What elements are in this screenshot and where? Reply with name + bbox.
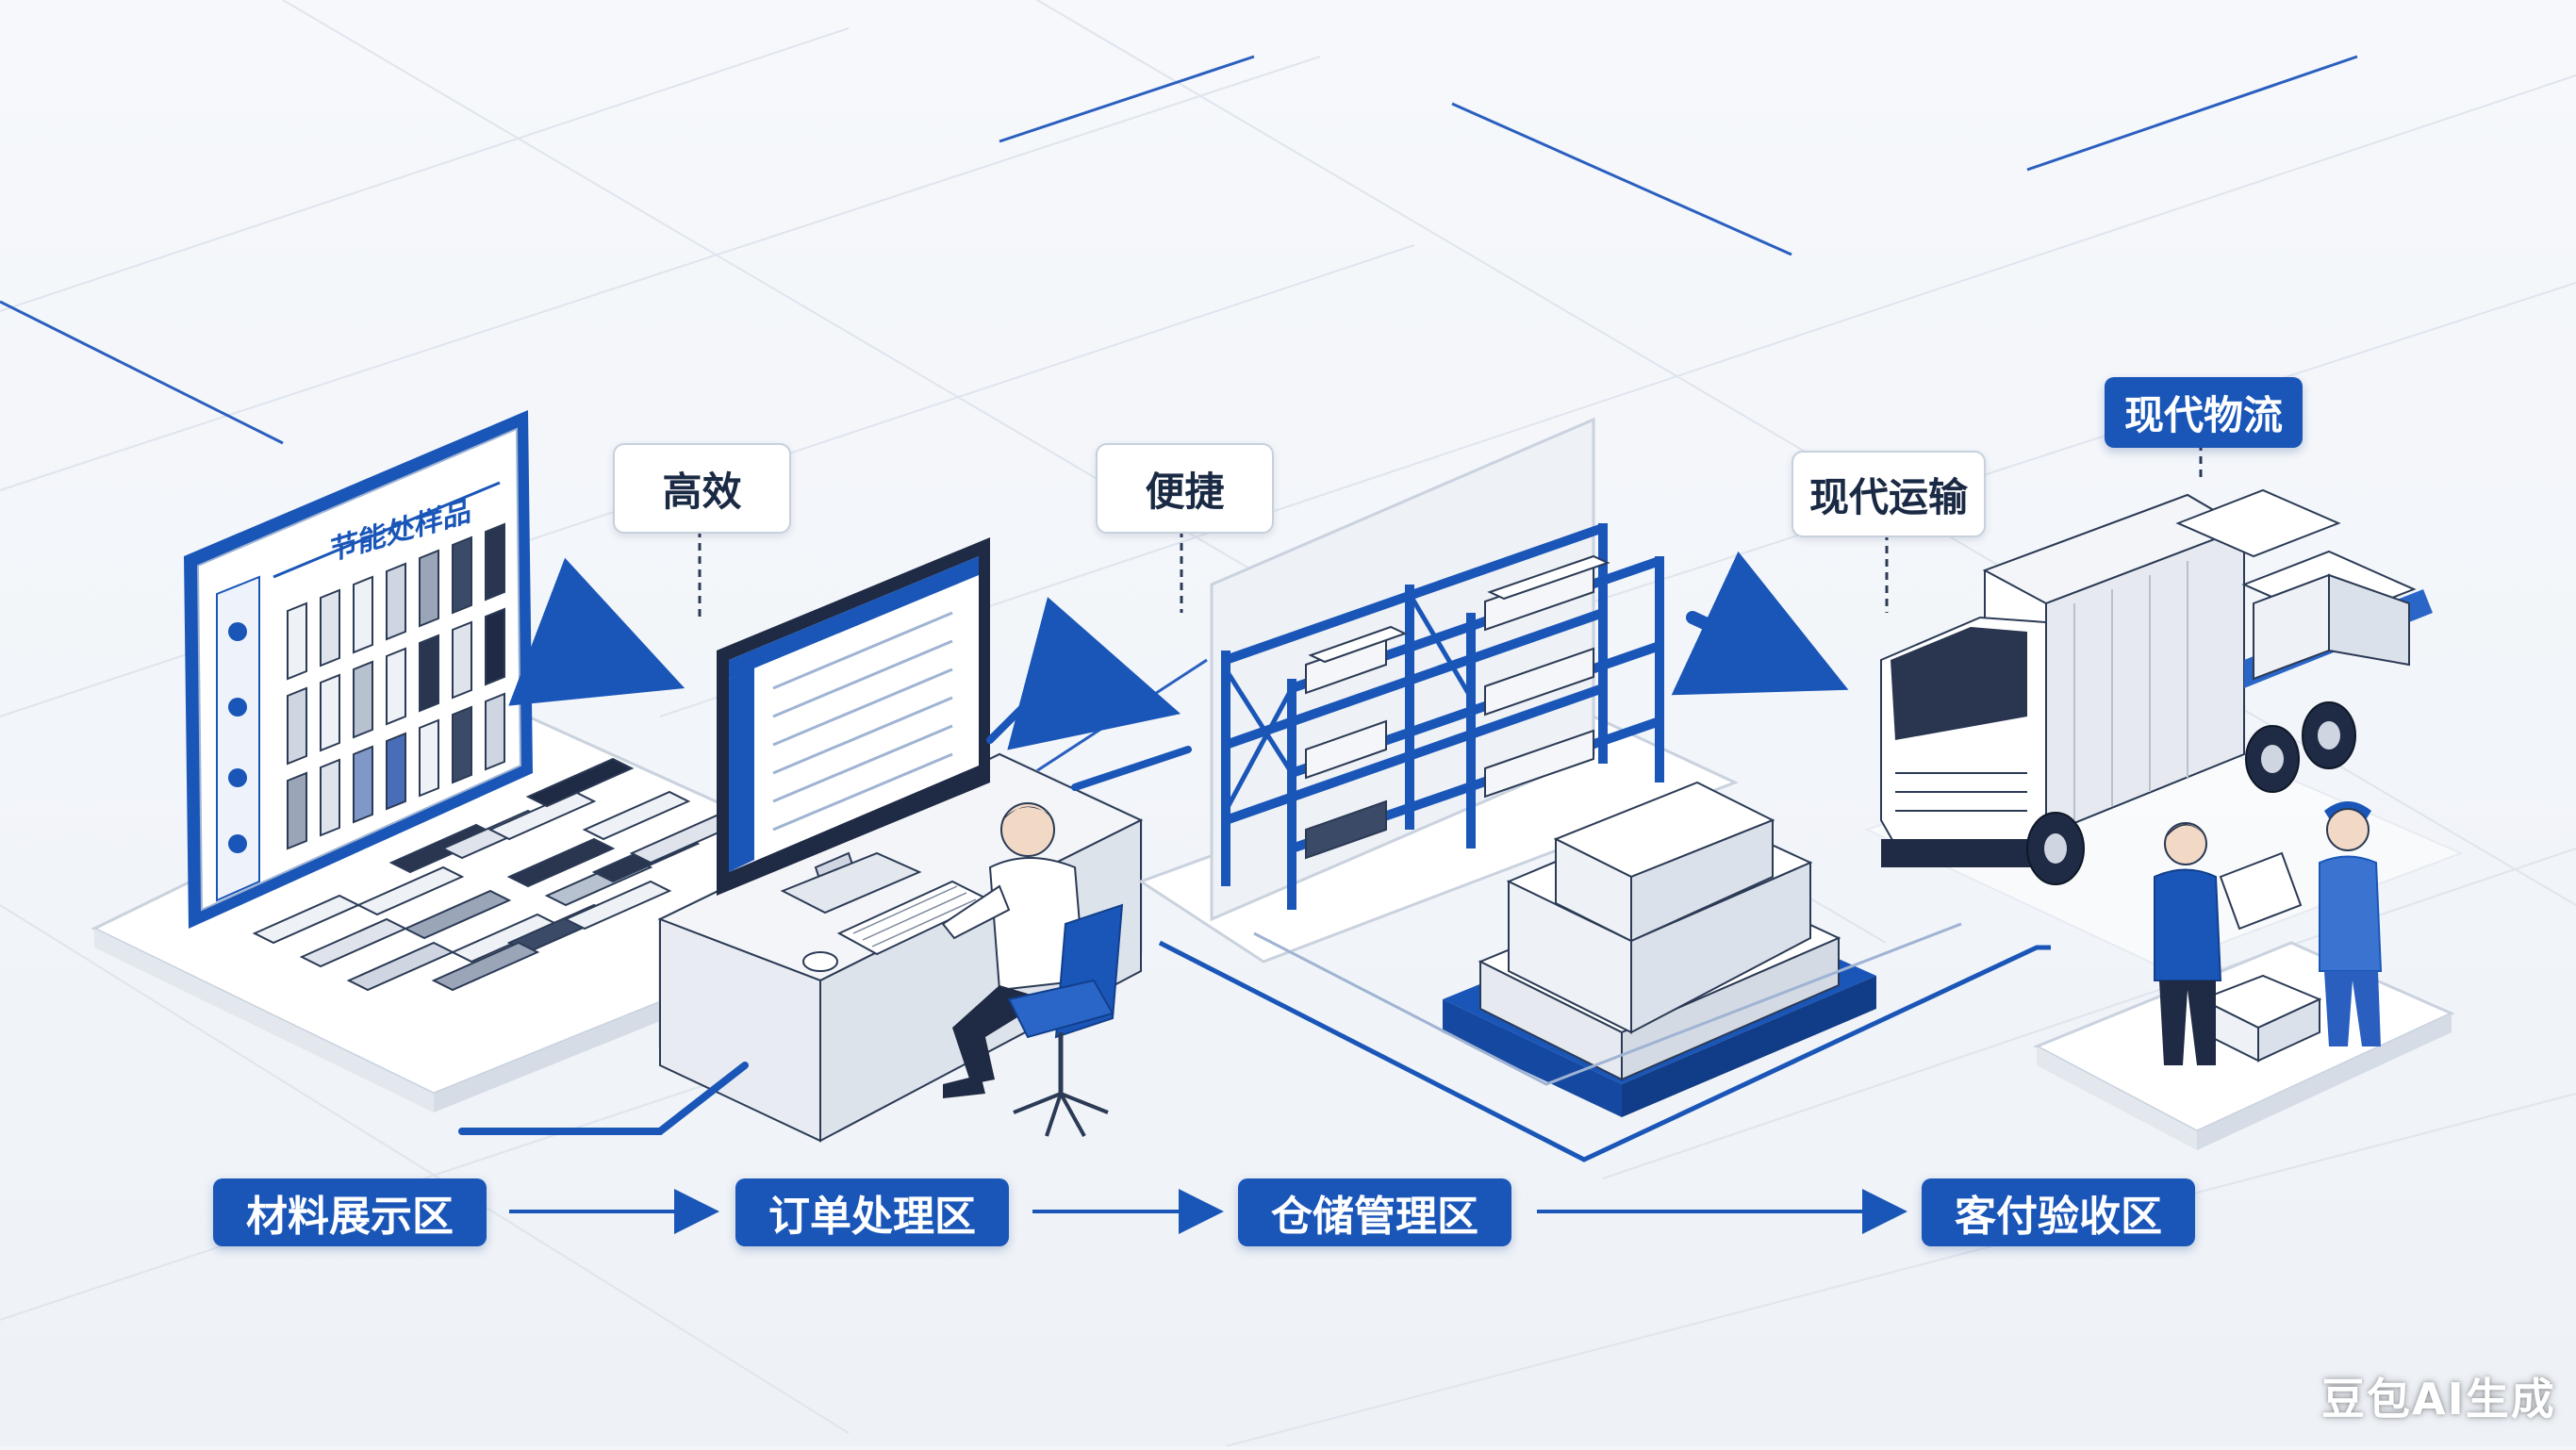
tag-convenient: 便捷 [1096, 443, 1274, 534]
tag-modern-transport: 现代运输 [1792, 451, 1986, 537]
tag-efficient: 高效 [613, 443, 791, 534]
worker-at-desk-icon [941, 802, 1124, 1137]
warehouse-shelf-icon [1221, 523, 1664, 910]
tag-modern-logistics: 现代物流 [2105, 377, 2303, 448]
zone-warehouse-management: 仓储管理区 [1238, 1178, 1511, 1246]
watermark: 豆包AI生成 [2321, 1374, 2556, 1425]
flow-arrow-icon [458, 551, 2051, 1162]
warehouse-area [1137, 417, 1876, 1117]
zone-customer-acceptance: 客付验收区 [1922, 1178, 2195, 1246]
tag-leaders [698, 443, 2203, 622]
zone-material-display: 材料展示区 [213, 1178, 487, 1246]
computer-monitor-icon [717, 537, 990, 914]
delivery-area [1864, 488, 2464, 1150]
order-processing-area [657, 537, 1144, 1143]
delivery-truck-icon [1880, 488, 2433, 885]
handover-workers-icon [2154, 801, 2383, 1065]
zone-order-processing: 订单处理区 [735, 1178, 1009, 1246]
product-sample-panel-icon [287, 522, 505, 850]
pallet-boxes-icon [1443, 781, 1876, 1117]
